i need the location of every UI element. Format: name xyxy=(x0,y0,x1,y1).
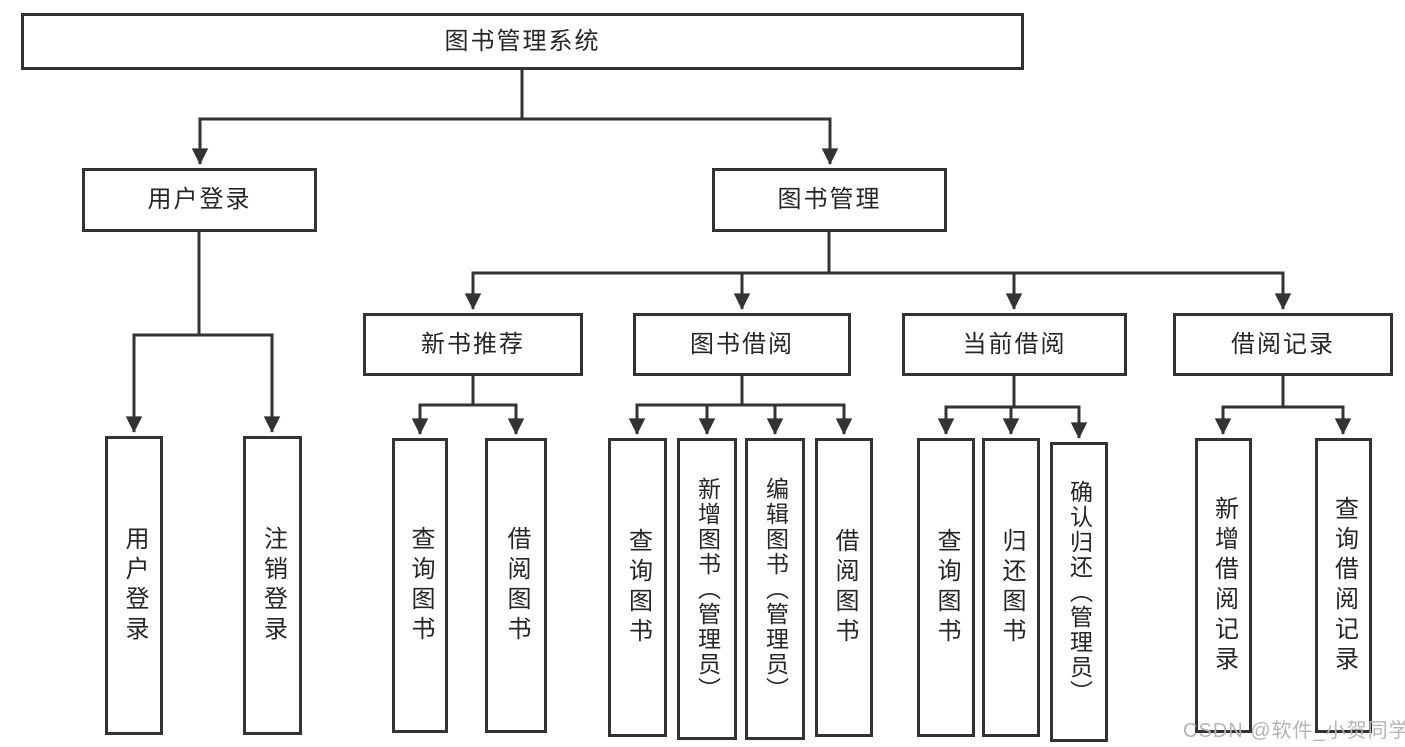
node-label: 用户登录 xyxy=(121,525,148,646)
node-label: 当前借阅 xyxy=(962,330,1067,358)
node-current-borrow: 当前借阅 xyxy=(902,313,1127,376)
connector-book-borrow-children xyxy=(628,376,853,435)
node-leaf-query-borrow-record: 查询借阅记录 xyxy=(1315,438,1372,733)
node-leaf-query-books-2: 查询图书 xyxy=(608,438,667,737)
node-label: 编辑图书（管理员） xyxy=(762,476,789,702)
node-leaf-borrow-books-1: 借阅图书 xyxy=(485,438,547,733)
node-label: 用户登录 xyxy=(147,186,252,213)
node-leaf-edit-books-admin: 编辑图书（管理员） xyxy=(745,438,805,740)
node-library-system: 图书管理系统 xyxy=(21,13,1024,70)
node-leaf-user-login: 用户登录 xyxy=(105,436,163,735)
node-leaf-confirm-return-admin: 确认归还（管理员） xyxy=(1050,442,1108,742)
node-leaf-logout: 注销登录 xyxy=(243,436,302,735)
node-label: 查询图书 xyxy=(933,527,960,648)
connector-new-book-children xyxy=(411,376,525,435)
connector-current-borrow-children xyxy=(937,376,1088,439)
node-label: 确认归还（管理员） xyxy=(1066,479,1093,705)
node-leaf-borrow-books-2: 借阅图书 xyxy=(815,438,873,737)
connector-book-mgmt-to-level3 xyxy=(464,232,1292,310)
node-label: 查询图书 xyxy=(407,525,434,646)
node-new-book-recommend: 新书推荐 xyxy=(363,313,583,376)
node-borrow-records: 借阅记录 xyxy=(1173,313,1393,376)
node-leaf-add-books-admin: 新增图书（管理员） xyxy=(677,438,737,740)
node-label: 图书借阅 xyxy=(690,330,794,358)
node-leaf-add-borrow-record: 新增借阅记录 xyxy=(1195,438,1252,733)
node-label: 借阅图书 xyxy=(503,525,530,646)
node-leaf-query-books-3: 查询图书 xyxy=(917,438,975,737)
node-label: 新书推荐 xyxy=(421,330,525,358)
node-user-login: 用户登录 xyxy=(82,168,317,232)
node-label: 归还图书 xyxy=(998,527,1025,648)
node-label: 图书管理 xyxy=(777,186,882,213)
connector-user-login-children xyxy=(125,232,281,433)
node-label: 新增图书（管理员） xyxy=(694,476,721,702)
connector-root-to-level2 xyxy=(191,69,839,165)
node-label: 借阅图书 xyxy=(831,527,858,648)
node-book-management: 图书管理 xyxy=(712,168,947,232)
node-book-borrow: 图书借阅 xyxy=(633,313,851,376)
node-leaf-return-books: 归还图书 xyxy=(982,438,1040,737)
connector-borrow-records-children xyxy=(1214,376,1352,435)
node-label: 查询借阅记录 xyxy=(1330,495,1358,676)
node-label: 新增借阅记录 xyxy=(1210,495,1238,676)
node-label: 注销登录 xyxy=(259,525,287,646)
node-label: 借阅记录 xyxy=(1231,330,1335,358)
node-label: 图书管理系统 xyxy=(444,27,601,55)
node-label: 查询图书 xyxy=(624,527,652,648)
node-leaf-query-books-1: 查询图书 xyxy=(392,438,448,733)
csdn-watermark: CSDN @软件_小贺同学 xyxy=(1183,720,1405,742)
